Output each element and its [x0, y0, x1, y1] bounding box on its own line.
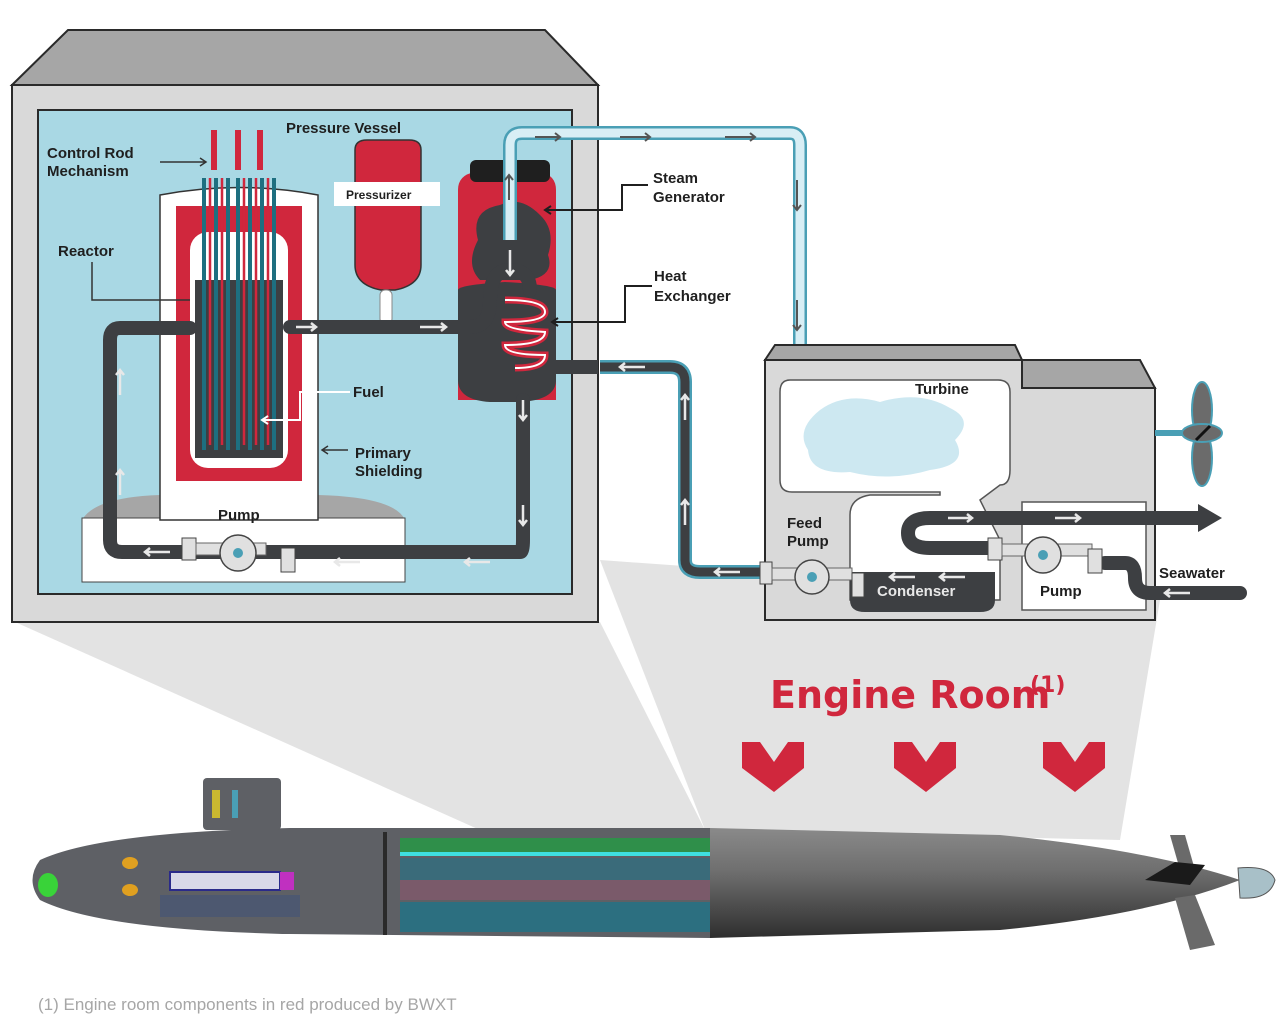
torpedo-room — [169, 871, 281, 891]
equipment-strip — [400, 852, 710, 856]
label-feed-pump-1: Feed — [787, 515, 822, 532]
submarine-lower-fin — [1175, 895, 1215, 950]
submarine-upper-fin — [1170, 835, 1195, 870]
submarine — [32, 778, 1276, 950]
label-heat-exchanger-1: Heat — [654, 268, 687, 285]
primary-pump-flange-right — [280, 547, 296, 573]
leader-lines — [91, 157, 652, 455]
feedwater-line — [600, 362, 762, 577]
equipment-block — [400, 880, 710, 900]
label-feed-pump-2: Pump — [787, 533, 829, 550]
equipment-block — [280, 872, 294, 890]
engine-compartment — [759, 344, 1247, 621]
engine-room-superscript: (1) — [1030, 673, 1065, 698]
submarine-stern-plane — [1145, 862, 1205, 885]
label-turbine: Turbine — [915, 381, 969, 398]
pressurizer-label-box — [334, 182, 440, 206]
chevron-down-icon — [742, 742, 804, 792]
label-seawater-pump: Pump — [1040, 583, 1082, 600]
projection-wedge-right — [600, 560, 1160, 840]
label-seawater: Seawater — [1159, 565, 1225, 582]
label-steam-generator-2: Generator — [653, 189, 725, 206]
primary-pump-hub — [233, 548, 243, 558]
primary-loop-return — [103, 321, 530, 559]
label-primary-shielding-2: Shielding — [355, 463, 423, 480]
primary-flow-arrows — [115, 250, 528, 567]
condenser — [850, 572, 995, 612]
label-pressurizer: Pressurizer — [346, 188, 412, 202]
primary-pump-flange-left — [181, 537, 197, 561]
torpedo-tube — [122, 884, 138, 896]
control-rods — [202, 130, 276, 450]
labels: Control Rod Mechanism Pressure Vessel Pr… — [47, 120, 1225, 600]
label-condenser: Condenser — [877, 583, 956, 600]
label-fuel: Fuel — [353, 384, 384, 401]
submarine-sail — [203, 778, 281, 830]
submarine-aft-hull — [710, 828, 1240, 938]
missile-compartment-top — [400, 838, 710, 852]
chevron-down-icon — [1043, 742, 1105, 792]
equipment-block — [160, 895, 300, 917]
engine-flow-arrows — [887, 513, 1190, 598]
reactor-compartment — [9, 29, 652, 623]
equipment-block — [400, 858, 710, 880]
chevron-down-icon — [894, 742, 956, 792]
primary-loop-hot-leg — [283, 263, 537, 334]
label-heat-exchanger-2: Exchanger — [654, 288, 731, 305]
feed-pump-flange-right — [851, 572, 865, 598]
label-primary-shielding-1: Primary — [355, 445, 412, 462]
seawater-pump-flange-left — [987, 537, 1003, 561]
feed-pump-hub — [807, 572, 817, 582]
heat-exchanger-coil-highlight — [503, 299, 547, 369]
footnote: (1) Engine room components in red produc… — [38, 995, 457, 1014]
feedwater-flow-arrows — [617, 362, 740, 577]
sonar-dome — [38, 873, 58, 897]
turbine-steam-cloud — [803, 397, 964, 477]
sail-equipment — [232, 790, 238, 818]
sail-equipment — [212, 790, 220, 818]
engine-room-chevrons — [742, 742, 1105, 792]
pressurizer — [354, 139, 422, 291]
torpedo-tube — [122, 857, 138, 869]
reactor-compartment-roof — [9, 29, 601, 86]
label-reactor: Reactor — [58, 243, 114, 260]
label-primary-pump: Pump — [218, 507, 260, 524]
condenser-cooling-loop — [901, 511, 1207, 555]
equipment-block — [400, 902, 710, 932]
label-steam-generator-1: Steam — [653, 170, 698, 187]
propeller-icon — [1155, 381, 1223, 487]
label-control-rod-mechanism-1: Control Rod — [47, 145, 134, 162]
feed-pump-flange-left — [759, 561, 773, 585]
steam-flow-arrows — [504, 132, 802, 332]
steam-cloud — [471, 201, 551, 280]
outflow-arrowhead — [1198, 504, 1222, 532]
pressurizer-stem — [379, 289, 393, 325]
seawater-pump-hub — [1038, 550, 1048, 560]
engine-roof-right — [1021, 359, 1157, 389]
engine-roof-left — [763, 344, 1024, 361]
label-pressure-vessel: Pressure Vessel — [286, 120, 401, 137]
submarine-propulsor — [1237, 867, 1276, 899]
projection-wedge-left — [15, 622, 705, 830]
engine-room-title: Engine Room — [770, 673, 1050, 717]
seawater-pump-flange-right — [1087, 548, 1103, 574]
seawater-intake-pipe — [1098, 556, 1247, 600]
label-control-rod-mechanism-2: Mechanism — [47, 163, 129, 180]
